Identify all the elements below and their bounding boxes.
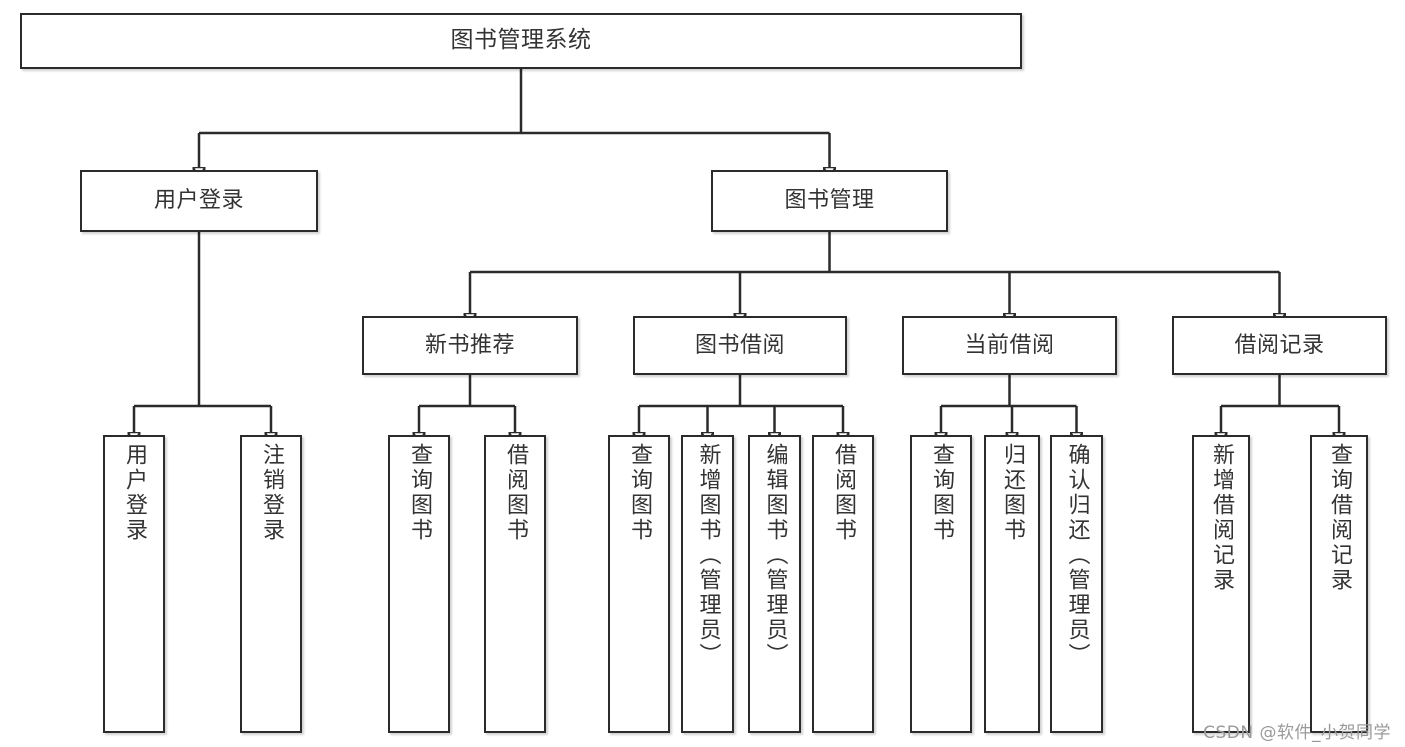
node-leaf-query-book-3[interactable]: 查询图书	[910, 435, 972, 733]
node-leaf-logout-label: 注销登录	[259, 443, 284, 543]
node-leaf-add-book-label: 新增图书（管理员）	[695, 443, 721, 668]
node-leaf-logout[interactable]: 注销登录	[240, 435, 302, 733]
node-leaf-query-record-label: 查询借阅记录	[1327, 443, 1352, 593]
node-book-manage-label: 图书管理	[784, 188, 875, 214]
node-leaf-query-book-2-label: 查询图书	[627, 443, 652, 543]
node-leaf-borrow-book-2[interactable]: 借阅图书	[812, 435, 874, 733]
node-leaf-add-record-label: 新增借阅记录	[1209, 443, 1234, 593]
node-book-borrow[interactable]: 图书借阅	[633, 316, 847, 375]
node-current-borrow-label: 当前借阅	[964, 332, 1055, 358]
node-leaf-confirm-return[interactable]: 确认归还（管理员）	[1050, 435, 1103, 733]
node-leaf-edit-book-label: 编辑图书（管理员）	[762, 443, 788, 668]
node-borrow-record-label: 借阅记录	[1234, 332, 1325, 358]
node-user-login-label: 用户登录	[153, 188, 244, 214]
watermark: CSDN @软件_小贺同学	[1203, 723, 1391, 743]
node-leaf-add-record[interactable]: 新增借阅记录	[1192, 435, 1250, 733]
node-book-manage[interactable]: 图书管理	[711, 170, 948, 232]
node-current-borrow[interactable]: 当前借阅	[902, 316, 1117, 375]
node-leaf-user-login[interactable]: 用户登录	[103, 435, 165, 733]
node-leaf-borrow-book-2-label: 借阅图书	[831, 443, 856, 543]
node-root[interactable]: 图书管理系统	[20, 13, 1022, 69]
node-leaf-return-book[interactable]: 归还图书	[984, 435, 1040, 733]
node-new-book-rec-label: 新书推荐	[424, 332, 515, 358]
node-book-borrow-label: 图书借阅	[694, 332, 785, 358]
node-leaf-edit-book[interactable]: 编辑图书（管理员）	[748, 435, 801, 733]
node-leaf-query-book-2[interactable]: 查询图书	[608, 435, 670, 733]
node-root-label: 图书管理系统	[450, 27, 592, 54]
node-leaf-borrow-book-1-label: 借阅图书	[503, 443, 528, 543]
node-borrow-record[interactable]: 借阅记录	[1172, 316, 1387, 375]
node-leaf-return-book-label: 归还图书	[1000, 443, 1025, 543]
node-user-login[interactable]: 用户登录	[80, 170, 318, 232]
node-leaf-add-book[interactable]: 新增图书（管理员）	[681, 435, 734, 733]
node-leaf-query-book-1-label: 查询图书	[407, 443, 432, 543]
node-leaf-user-login-label: 用户登录	[122, 443, 147, 543]
node-leaf-query-book-3-label: 查询图书	[929, 443, 954, 543]
node-leaf-query-record[interactable]: 查询借阅记录	[1310, 435, 1368, 733]
node-leaf-confirm-return-label: 确认归还（管理员）	[1064, 443, 1090, 668]
node-leaf-borrow-book-1[interactable]: 借阅图书	[484, 435, 546, 733]
node-new-book-rec[interactable]: 新书推荐	[362, 316, 578, 375]
node-leaf-query-book-1[interactable]: 查询图书	[388, 435, 450, 733]
